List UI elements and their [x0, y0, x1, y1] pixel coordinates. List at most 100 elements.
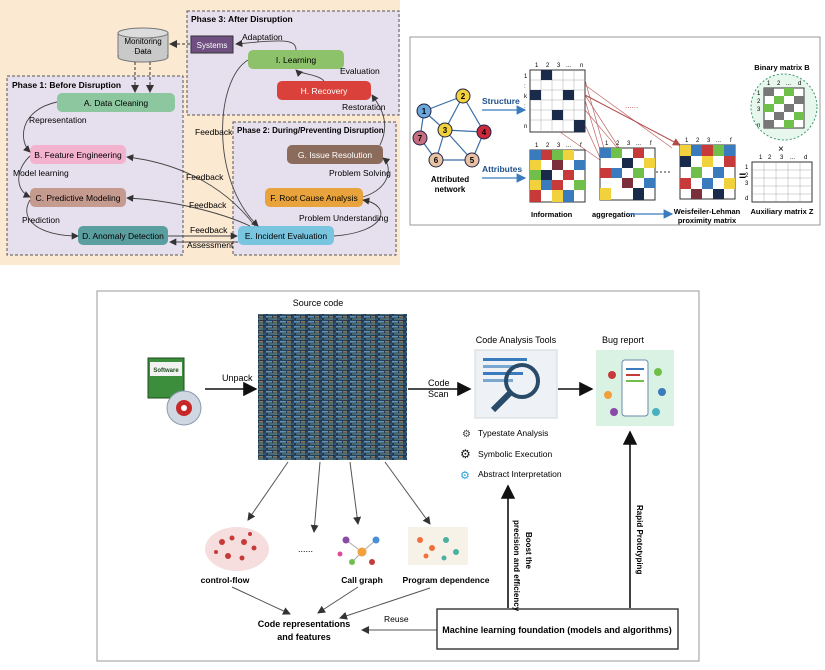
panel-network-embedding: 1 2 3 4 5 6 7 Attributed network Structu… — [409, 36, 821, 226]
wl-col-4: ... — [716, 138, 721, 144]
struct-row-2: : — [524, 84, 526, 90]
bin-row-5: n — [757, 123, 760, 129]
bin-col-3: ... — [786, 81, 791, 87]
issue-resolution-node — [287, 145, 383, 164]
auxiliary-matrix-label: Auxiliary matrix Z — [751, 207, 814, 216]
monitoring-data-label: Monitoring — [124, 37, 161, 46]
attr-col-1: 1 — [535, 143, 539, 149]
wl-col-3: 3 — [707, 138, 711, 144]
phase1-label: Phase 1: Before Disruption — [12, 80, 121, 90]
graph-node-label-2: 2 — [461, 92, 466, 101]
graph-node-2 — [455, 88, 471, 104]
anomaly-detection-node — [78, 226, 168, 245]
issue-resolution-label: G. Issue Resolution — [298, 150, 372, 160]
bin-col-2: 2 — [777, 81, 781, 87]
gear-icon-1: ⚙ — [462, 429, 471, 440]
control-flow-graph-icon — [205, 527, 269, 571]
bin-row-1: 1 — [757, 91, 761, 97]
gear-icon-2: ⚙ — [460, 447, 471, 461]
wl-proximity-matrix — [679, 144, 736, 200]
rapid-prototyping-label: Rapid Prototyping — [635, 505, 644, 574]
source-code-label: Source code — [293, 298, 344, 308]
model-learning-label: Model learning — [13, 168, 69, 178]
data-cleaning-node — [57, 93, 175, 112]
program-dependence-icon — [408, 527, 468, 565]
monitoring-data-label-2: Data — [135, 47, 152, 56]
bin-row-3: 3 — [757, 107, 761, 113]
struct-row-4: : — [524, 104, 526, 110]
reuse-label: Reuse — [384, 614, 409, 624]
structure-label: Structure — [482, 96, 520, 106]
struct-col-1: 1 — [535, 63, 539, 69]
info-aggregation-label: Information — [531, 210, 573, 219]
aux-col-5: d — [804, 155, 807, 161]
wl-col-5: f — [730, 138, 732, 144]
bin-col-1: 1 — [767, 81, 771, 87]
aux-col-2: 2 — [768, 155, 772, 161]
agg-col-2: 2 — [616, 141, 620, 147]
attr-col-2: 2 — [546, 143, 550, 149]
predictive-modeling-node — [30, 188, 126, 207]
incident-evaluation-label: E. Incident Evaluation — [245, 231, 327, 241]
gear-icon-3: ⚙ — [460, 470, 470, 482]
attr-col-4: ... — [566, 143, 571, 149]
struct-col-2: 2 — [546, 63, 550, 69]
anomaly-detection-label: D. Anomaly Detection — [82, 231, 164, 241]
struct-row-3: k — [524, 94, 528, 100]
aux-row-5: d — [745, 196, 748, 202]
abstract-label: Abstract Interpretation — [478, 469, 562, 479]
problem-understanding-label: Problem Understanding — [299, 213, 389, 223]
database-icon — [117, 27, 169, 63]
problem-solving-label: Problem Solving — [329, 168, 391, 178]
aux-col-4: ... — [790, 155, 795, 161]
agg-col-3: 3 — [627, 141, 631, 147]
predictive-modeling-label: C. Predictive Modeling — [35, 193, 120, 203]
wl-label-2: proximity matrix — [678, 216, 737, 225]
control-flow-label: control-flow — [201, 575, 250, 585]
binary-matrix — [763, 87, 805, 129]
aggregated-matrix — [599, 147, 656, 201]
dots-ellipsis: ...... — [625, 101, 638, 110]
graph-node-label-5: 5 — [470, 156, 475, 165]
panel-incident-lifecycle: Phase 3: After Disruption Phase 1: Befor… — [0, 0, 400, 265]
graph-node-4 — [476, 124, 492, 140]
graph-node-label-1: 1 — [422, 107, 427, 116]
wl-col-1: 1 — [685, 138, 689, 144]
panel-code-analysis: Source code Software Unpack Code Scan Co… — [96, 290, 700, 662]
unpack-label: Unpack — [222, 373, 253, 383]
call-graph-label: Call graph — [341, 575, 383, 585]
graph-node-label-7: 7 — [418, 134, 423, 143]
feedback-label-1: Feedback — [195, 127, 233, 137]
learning-label: I. Learning — [276, 55, 316, 65]
agg-col-5: f — [650, 141, 652, 147]
phase3-label: Phase 3: After Disruption — [191, 14, 293, 24]
aux-col-3: 3 — [780, 155, 784, 161]
ml-foundation-box — [436, 608, 679, 650]
evaluation-label: Evaluation — [340, 66, 380, 76]
aux-col-1: 1 — [759, 155, 763, 161]
graph-node-3 — [437, 122, 453, 138]
code-label: Code — [428, 378, 450, 388]
auxiliary-matrix — [751, 161, 813, 203]
call-graph-icon — [337, 536, 380, 565]
graph-node-6 — [428, 152, 444, 168]
struct-row-5: n — [524, 124, 527, 130]
scan-label: Scan — [428, 389, 449, 399]
ellipsis-dots: ...... — [298, 544, 313, 554]
typestate-label: Typestate Analysis — [478, 428, 548, 438]
structure-matrix — [529, 69, 586, 133]
restoration-label: Restoration — [342, 102, 386, 112]
bin-row-2: 2 — [757, 99, 761, 105]
info-aggregation-label-2: aggregation — [592, 210, 635, 219]
bug-report-label: Bug report — [602, 335, 645, 345]
assessment-label: Assessment — [187, 240, 234, 250]
graph-node-label-6: 6 — [434, 156, 439, 165]
symbolic-label: Symbolic Execution — [478, 449, 552, 459]
struct-col-5: n — [580, 63, 583, 69]
attributed-network-label-2: network — [435, 185, 466, 194]
software-box-label: Software — [153, 368, 179, 374]
feedback-label-3: Feedback — [189, 200, 227, 210]
code-analysis-icon — [474, 349, 558, 419]
bin-col-4: d — [798, 81, 801, 87]
